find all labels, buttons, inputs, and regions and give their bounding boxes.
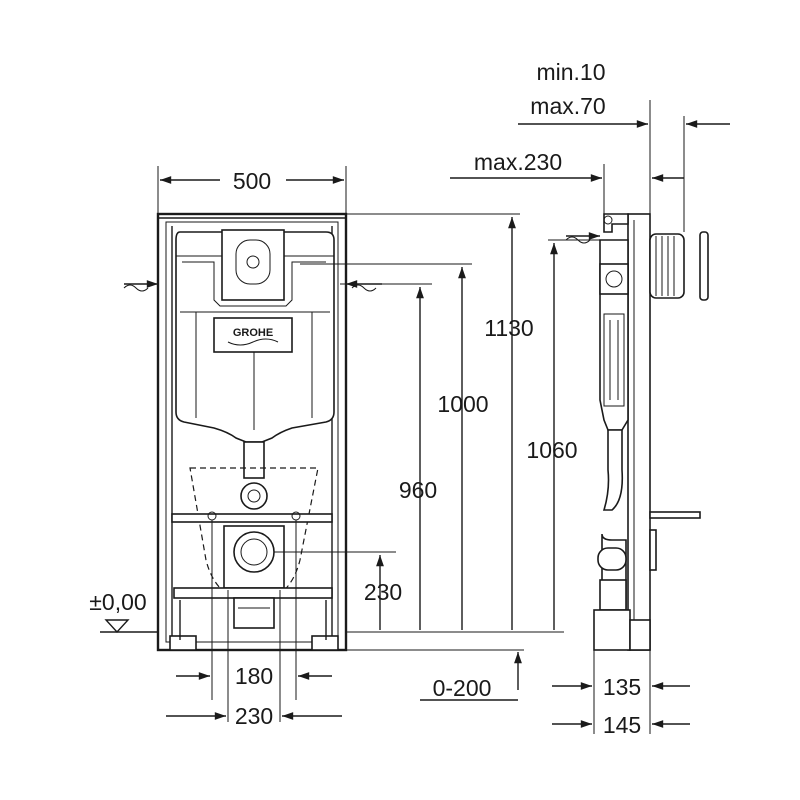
dim-outlet-spacing: 230 bbox=[235, 703, 273, 729]
dim-frame-width: 500 bbox=[233, 168, 271, 194]
dim-wall-min: min.10 bbox=[536, 59, 605, 85]
dim-supply-max: max.230 bbox=[474, 149, 562, 175]
dim-height-1130: 1130 bbox=[484, 315, 533, 341]
dim-floor-adjust: 0-200 bbox=[433, 675, 492, 701]
dim-height-1060: 1060 bbox=[526, 437, 577, 463]
dim-bolt-spacing: 180 bbox=[235, 663, 273, 689]
front-view: GROHE bbox=[123, 212, 382, 722]
mounting-bar bbox=[171, 513, 333, 523]
dim-height-960: 960 bbox=[399, 477, 437, 503]
flush-pipe-connector bbox=[240, 482, 268, 510]
flush-plate-side bbox=[649, 233, 685, 299]
foot-right bbox=[311, 635, 339, 651]
floor-level-label: ±0,00 bbox=[89, 589, 146, 615]
grohe-logo-plate bbox=[213, 317, 293, 353]
side-view bbox=[565, 213, 709, 651]
side-frame bbox=[627, 213, 651, 651]
frame-inner bbox=[165, 221, 339, 643]
foot-left bbox=[169, 635, 197, 651]
dim-height-1000: 1000 bbox=[437, 391, 488, 417]
flush-button-side bbox=[699, 231, 709, 301]
dim-depth-135: 135 bbox=[603, 674, 641, 700]
dim-outlet-height: 230 bbox=[364, 579, 402, 605]
flush-opening bbox=[221, 229, 285, 301]
dim-wall-max: max.70 bbox=[530, 93, 605, 119]
dimensions-side: min.10 max.70 max.230 135 145 bbox=[450, 59, 730, 738]
dim-depth-145: 145 bbox=[603, 712, 641, 738]
frame-outer bbox=[156, 212, 348, 652]
dimensions-front: 500 960 1000 1130 1060 230 ±0,00 0-200 bbox=[89, 166, 600, 729]
grohe-logo: GROHE bbox=[233, 327, 273, 339]
drain-outlet bbox=[233, 531, 275, 573]
